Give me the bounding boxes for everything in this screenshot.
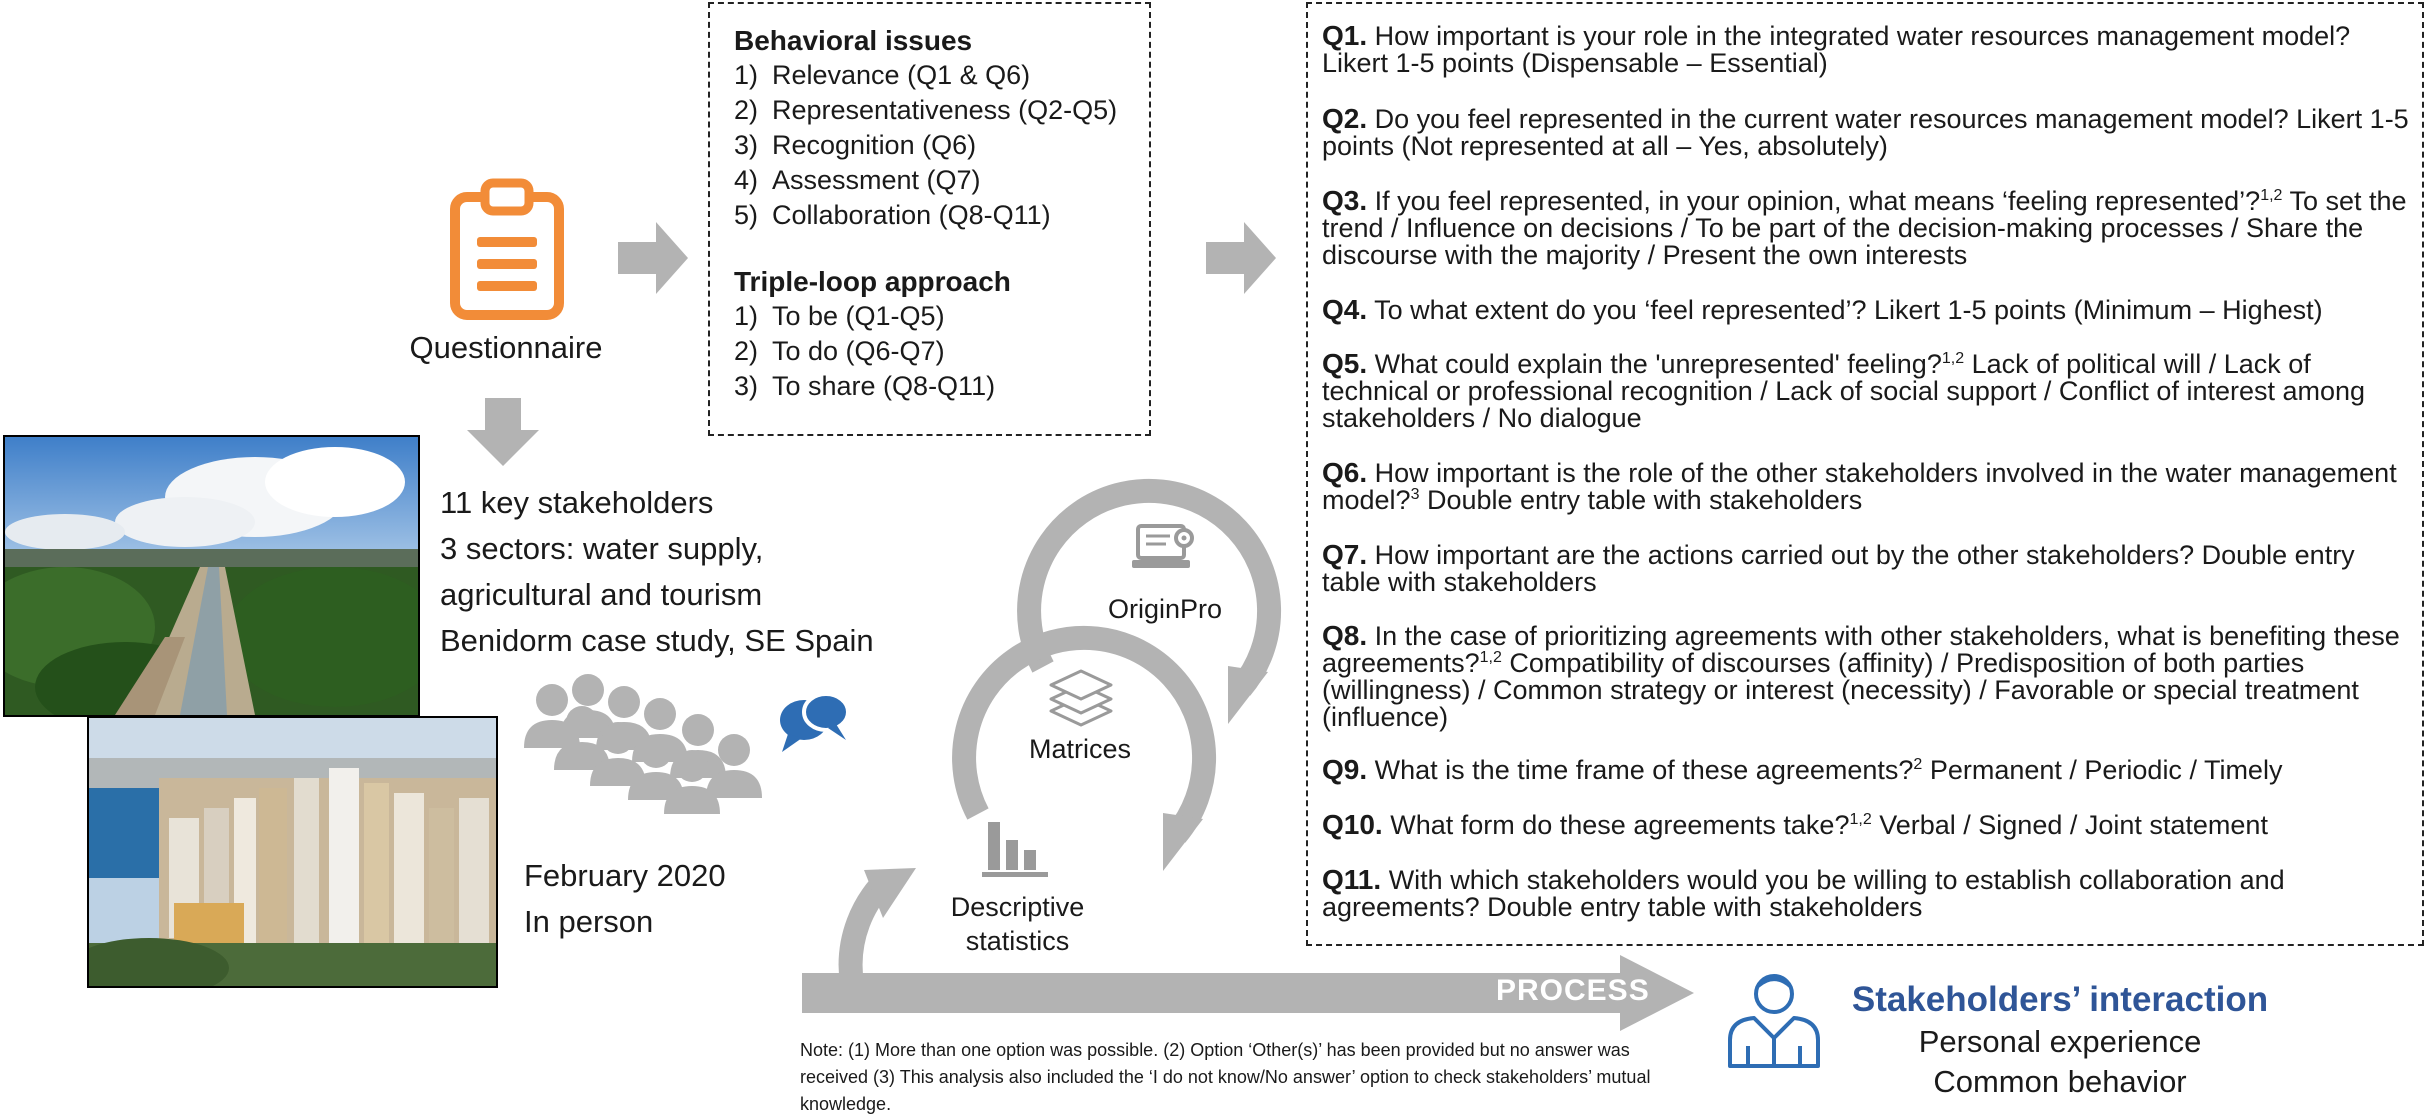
triple-loop-item: 3)To share (Q8-Q11) [734, 371, 996, 401]
behavioral-issues-title: Behavioral issues [734, 25, 973, 56]
triple-loop-item: 1)To be (Q1-Q5) [734, 301, 945, 331]
stakeholders-info-line: 3 sectors: water supply, [440, 531, 764, 566]
mode-label: In person [524, 904, 654, 939]
people-group-icon [524, 674, 762, 814]
analysis-cycle [838, 478, 1282, 985]
question-q4: Q4. To what extent do you ‘feel represen… [1322, 294, 2323, 325]
orchard-photo [3, 435, 420, 717]
arrow-right-icon-2 [1206, 222, 1276, 294]
questions-box [1306, 2, 2424, 946]
behavioral-issues-box: Behavioral issues 1)Relevance (Q1 & Q6) … [708, 2, 1151, 436]
stakeholders-info-line: Benidorm case study, SE Spain [440, 623, 874, 658]
speech-bubbles-icon [780, 692, 850, 752]
triple-loop-title: Triple-loop approach [734, 266, 1011, 297]
cycle-arc-matrices [952, 625, 1217, 843]
question-q7: Q7. How important are the actions carrie… [1322, 539, 2355, 597]
question-q8: Q8. In the case of prioritizing agreemen… [1322, 620, 2400, 732]
question-q3: Q3. If you feel represented, in your opi… [1322, 185, 2407, 270]
stakeholders-interaction-title: Stakeholders’ interaction [1851, 980, 2269, 1019]
descriptive-label-line1: Descriptive [950, 892, 1085, 922]
clipboard-icon [450, 178, 564, 320]
question-q10: Q10. What form do these agreements take?… [1322, 809, 2268, 840]
date-info: February 2020 In person [524, 853, 726, 945]
descriptive-statistics-label: Descriptive statistics [925, 890, 1110, 958]
question-q1: Q1. How important is your role in the in… [1322, 20, 2351, 78]
orchard-photo-image [5, 437, 418, 715]
cycle-arrowhead [1163, 813, 1203, 871]
process-label: PROCESS [1496, 974, 1650, 1007]
descriptive-label-line2: statistics [965, 926, 1070, 956]
personal-experience-label: Personal experience [1918, 1024, 2202, 1059]
stakeholders-info: 11 key stakeholders 3 sectors: water sup… [440, 480, 874, 664]
stakeholders-interaction: Stakeholders’ interaction Personal exper… [1840, 978, 2280, 1102]
benidorm-photo [87, 716, 498, 988]
question-q2: Q2. Do you feel represented in the curre… [1322, 103, 2409, 161]
behavioral-item: 3)Recognition (Q6) [734, 130, 977, 160]
matrices-label: Matrices [1028, 734, 1131, 764]
originpro-label: OriginPro [1107, 594, 1223, 624]
behavioral-item: 2)Representativeness (Q2-Q5) [734, 95, 1118, 125]
layers-icon [1049, 669, 1113, 727]
cycle-arc-originpro [1017, 478, 1282, 696]
stakeholders-info-line: 11 key stakeholders [440, 485, 714, 520]
behavioral-item: 5)Collaboration (Q8-Q11) [734, 200, 1051, 230]
common-behavior-label: Common behavior [1933, 1064, 2187, 1099]
person-icon [1728, 974, 1820, 1068]
footnote: Note: (1) More than one option was possi… [800, 1040, 1651, 1114]
stakeholders-info-line: agricultural and tourism [440, 577, 763, 612]
cycle-arrowhead [864, 868, 916, 918]
behavioral-item: 1)Relevance (Q1 & Q6) [734, 60, 1031, 90]
process-arrow [802, 955, 1694, 1031]
questionnaire-label: Questionnaire [409, 330, 603, 365]
cycle-arc-descriptive [838, 869, 1102, 985]
question-q6: Q6. How important is the role of the oth… [1322, 457, 2397, 515]
arrow-down-icon [467, 398, 539, 466]
question-q11: Q11. With which stakeholders would you b… [1322, 864, 2285, 922]
laptop-gear-icon [1132, 524, 1194, 568]
behavioral-item: 4)Assessment (Q7) [734, 165, 981, 195]
arrow-right-icon-1 [618, 222, 688, 294]
question-q5: Q5. What could explain the 'unrepresente… [1322, 348, 2366, 433]
triple-loop-item: 2)To do (Q6-Q7) [734, 336, 945, 366]
date-label: February 2020 [524, 858, 726, 893]
benidorm-photo-image [89, 718, 496, 986]
bar-chart-icon [982, 822, 1048, 877]
cycle-arrowhead [1228, 666, 1268, 724]
question-q9: Q9. What is the time frame of these agre… [1322, 754, 2283, 785]
